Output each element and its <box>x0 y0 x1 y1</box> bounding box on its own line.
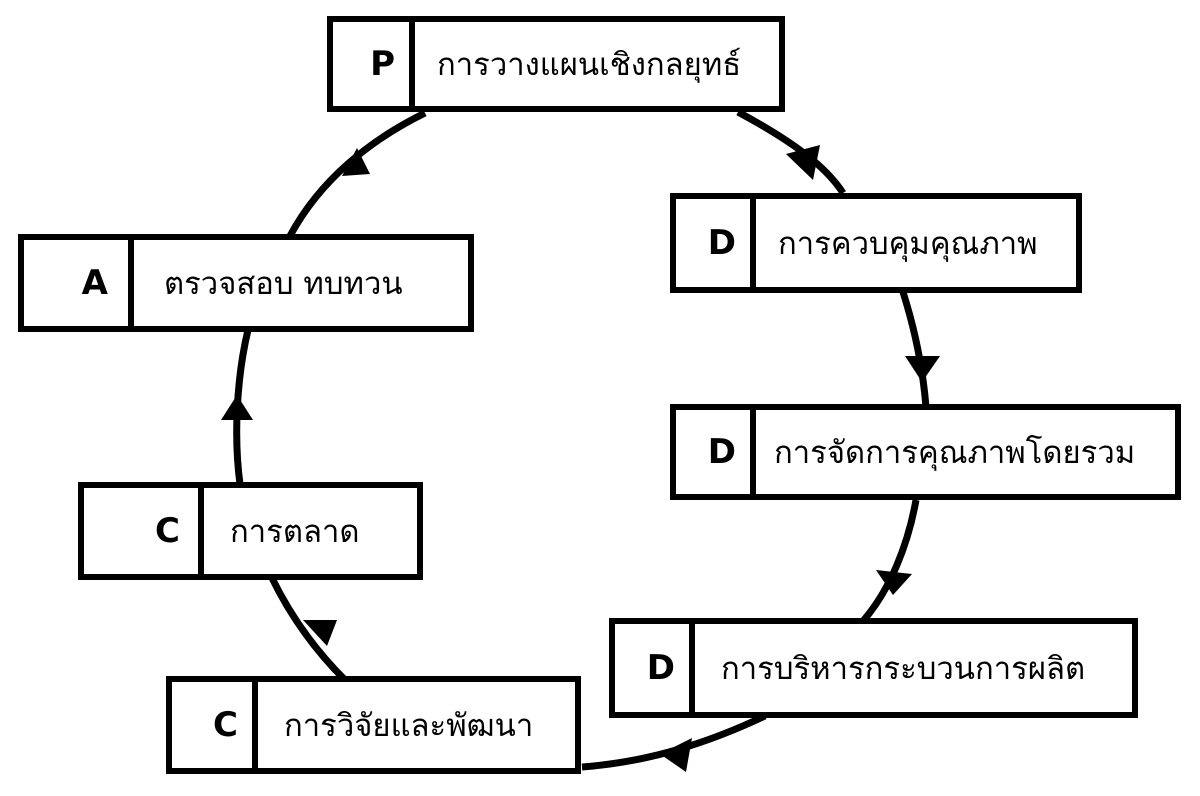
stage-letter: D <box>676 410 756 494</box>
stage-c-marketing: C การตลาด <box>78 482 423 580</box>
stage-letter: D <box>676 199 756 287</box>
stage-d-production-process-management: D การบริหารกระบวนการผลิต <box>609 618 1138 718</box>
arrowhead-c1-to-c2 <box>303 620 337 646</box>
arrowhead-p-to-d1 <box>786 145 820 180</box>
stage-a-review: A ตรวจสอบ ทบทวน <box>18 234 474 332</box>
stage-label: ตรวจสอบ ทบทวน <box>164 266 403 302</box>
arc-c1-to-c2 <box>268 576 348 683</box>
arc-a-to-p <box>286 109 427 238</box>
arc-d2-to-d3 <box>860 499 920 624</box>
stage-letter: A <box>24 240 134 326</box>
stage-letter: C <box>172 682 258 768</box>
arc-p-to-d1 <box>736 108 846 195</box>
arrowhead-c2-to-a <box>221 395 253 420</box>
stage-letter: P <box>333 22 415 106</box>
stage-d-total-quality-management: D การจัดการคุณภาพโดยรวม <box>670 404 1181 500</box>
arrowhead-d1-to-d2 <box>905 356 940 382</box>
stage-label: การวิจัยและพัฒนา <box>284 708 534 744</box>
stage-label: การควบคุมคุณภาพ <box>778 226 1038 262</box>
stage-c-research-development: C การวิจัยและพัฒนา <box>166 676 581 774</box>
stage-label: การวางแผนเชิงกลยุทธ์ <box>437 47 742 83</box>
stage-p-strategic-planning: P การวางแผนเชิงกลยุทธ์ <box>327 16 785 112</box>
arrowhead-a-to-p <box>342 148 370 176</box>
stage-label: การจัดการคุณภาพโดยรวม <box>774 435 1136 471</box>
arrowhead-d2-to-d3 <box>876 570 912 595</box>
arrowhead-d3-to-c1 <box>660 738 692 772</box>
arc-d1-to-d2 <box>899 290 930 408</box>
stage-letter: C <box>84 488 204 574</box>
stage-label: การตลาด <box>230 514 360 550</box>
stage-label: การบริหารกระบวนการผลิต <box>721 651 1086 687</box>
stage-d-quality-control: D การควบคุมคุณภาพ <box>670 193 1082 293</box>
stage-letter: D <box>615 624 695 712</box>
